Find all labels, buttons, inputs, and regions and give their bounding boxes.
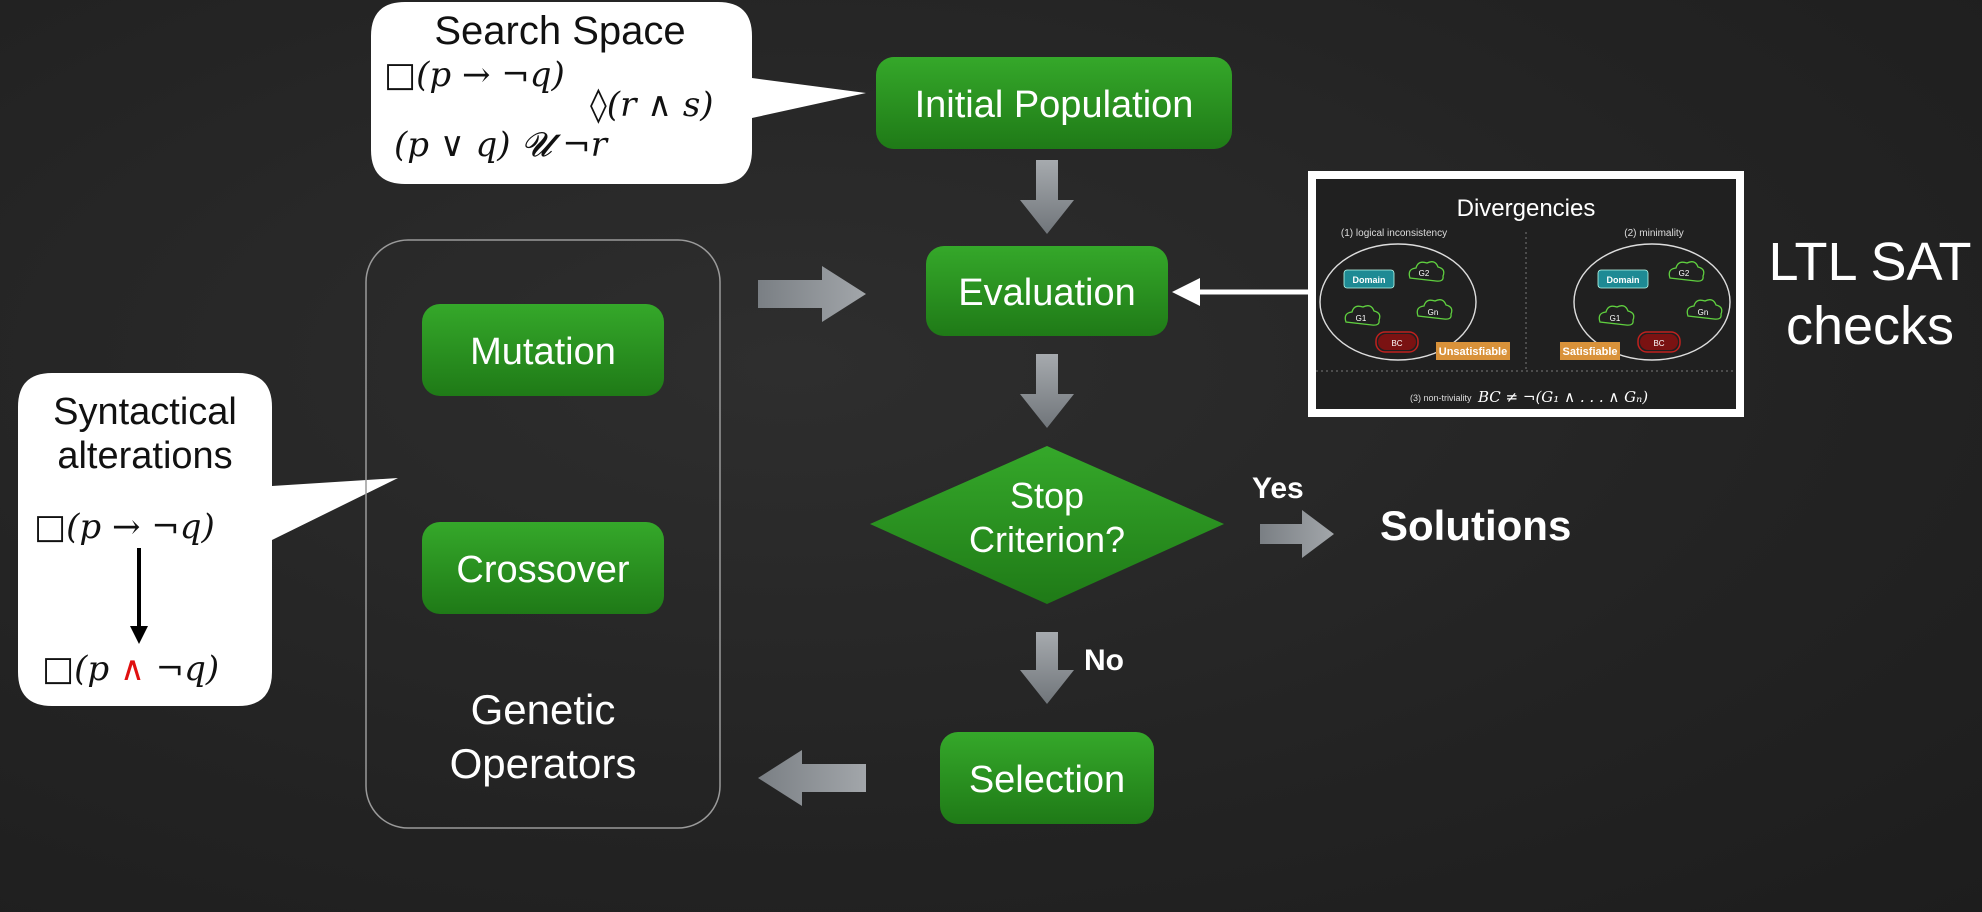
syntactical-title-line2: alterations xyxy=(57,435,232,477)
selection-label: Selection xyxy=(969,759,1125,801)
logical-inconsistency-diagram: Domain G2 G1 Gn BC Unsatisfiable xyxy=(1319,243,1510,361)
svg-text:G2: G2 xyxy=(1419,269,1430,278)
caption-minimality: (2) minimality xyxy=(1624,228,1683,239)
arrow-selection-to-operators xyxy=(758,750,866,806)
svg-text:Domain: Domain xyxy=(1606,275,1639,285)
cloud-icon xyxy=(1668,261,1705,282)
arrow-init-to-eval xyxy=(1020,160,1074,234)
non-triviality-formula: BC ≠ ¬(G₁ ∧ . . . ∧ Gₙ) xyxy=(1477,388,1648,406)
svg-text:G1: G1 xyxy=(1610,314,1621,323)
caption-non-triviality: (3) non-triviality xyxy=(1410,393,1472,403)
search-space-formula-until: (p ∨ q) 𝓤 ¬r xyxy=(394,125,609,165)
crossover-label: Crossover xyxy=(456,549,629,591)
divergencies-panel: Divergencies (1) logical inconsistency (… xyxy=(1308,171,1744,417)
syntactical-alterations-callout: Syntactical alterations □(p → ¬q) □(p ∧ … xyxy=(18,373,398,706)
mutation-box[interactable]: Mutation xyxy=(422,304,664,396)
cloud-icon xyxy=(1344,305,1381,326)
search-space-callout: Search Space □(p → ¬q) ◊(r ∧ s) (p ∨ q) … xyxy=(371,2,866,184)
formula-before: □(p → ¬q) xyxy=(34,507,215,547)
arrow-operators-to-eval xyxy=(758,266,866,322)
initial-population-label: Initial Population xyxy=(915,84,1194,126)
bc-box-right xyxy=(1637,331,1681,353)
arrow-eval-to-stop xyxy=(1020,354,1074,428)
selection-box[interactable]: Selection xyxy=(940,732,1154,824)
ltl-sat-line2: checks xyxy=(1786,296,1954,356)
svg-text:Unsatisfiable: Unsatisfiable xyxy=(1439,346,1507,358)
caption-logical-inconsistency: (1) logical inconsistency xyxy=(1341,228,1447,239)
arrow-stop-to-solutions xyxy=(1260,510,1334,558)
search-space-title: Search Space xyxy=(434,9,685,53)
bc-box-left xyxy=(1375,331,1419,353)
svg-text:Gn: Gn xyxy=(1698,308,1709,317)
domain-box-left xyxy=(1343,269,1395,289)
genetic-operators-label-line2: Operators xyxy=(450,740,637,787)
cloud-icon xyxy=(1416,299,1453,320)
crossover-box[interactable]: Crossover xyxy=(422,522,664,614)
divergencies-title: Divergencies xyxy=(1457,195,1596,222)
stop-criterion-diamond[interactable]: Stop Criterion? xyxy=(870,446,1224,604)
yes-label: Yes xyxy=(1252,472,1304,505)
arrow-panel-to-eval-head xyxy=(1172,278,1200,306)
genetic-operators-frame xyxy=(365,239,721,829)
stop-criterion-line1: Stop xyxy=(1010,475,1084,516)
changed-operator: ∧ xyxy=(120,649,145,689)
cloud-icon xyxy=(1686,299,1723,320)
svg-text:Satisfiable: Satisfiable xyxy=(1562,346,1617,358)
mutation-label: Mutation xyxy=(470,331,616,373)
search-space-formula-always: □(p → ¬q) xyxy=(384,55,565,95)
svg-text:Gn: Gn xyxy=(1428,308,1439,317)
domain-box-right xyxy=(1597,269,1649,289)
minimality-diagram: Domain G2 G1 Gn BC Satisfiable xyxy=(1560,243,1731,361)
unsatisfiable-badge xyxy=(1436,342,1510,360)
svg-text:G1: G1 xyxy=(1356,314,1367,323)
satisfiable-badge xyxy=(1560,342,1620,360)
svg-text:Domain: Domain xyxy=(1352,275,1385,285)
syntactical-title-line1: Syntactical xyxy=(53,391,237,433)
svg-text:BC: BC xyxy=(1653,339,1664,348)
svg-text:BC: BC xyxy=(1391,339,1402,348)
cloud-icon xyxy=(1598,305,1635,326)
no-label: No xyxy=(1084,644,1124,677)
genetic-operators-group: Mutation Crossover Genetic Operators xyxy=(365,239,721,829)
evaluation-box[interactable]: Evaluation xyxy=(926,246,1168,336)
ltl-sat-line1: LTL SAT xyxy=(1768,232,1971,292)
svg-text:G2: G2 xyxy=(1679,269,1690,278)
formula-after: □(p ∧ ¬q) xyxy=(42,649,219,689)
solutions-label: Solutions xyxy=(1380,502,1571,549)
search-space-formula-eventually: ◊(r ∧ s) xyxy=(590,85,714,125)
stop-criterion-line2: Criterion? xyxy=(969,519,1125,560)
cloud-icon xyxy=(1408,261,1445,282)
alteration-arrow-head xyxy=(130,626,148,644)
genetic-operators-label-line1: Genetic xyxy=(471,686,616,733)
evaluation-label: Evaluation xyxy=(958,272,1135,314)
arrow-stop-to-selection xyxy=(1020,632,1074,704)
initial-population-box[interactable]: Initial Population xyxy=(876,57,1232,149)
